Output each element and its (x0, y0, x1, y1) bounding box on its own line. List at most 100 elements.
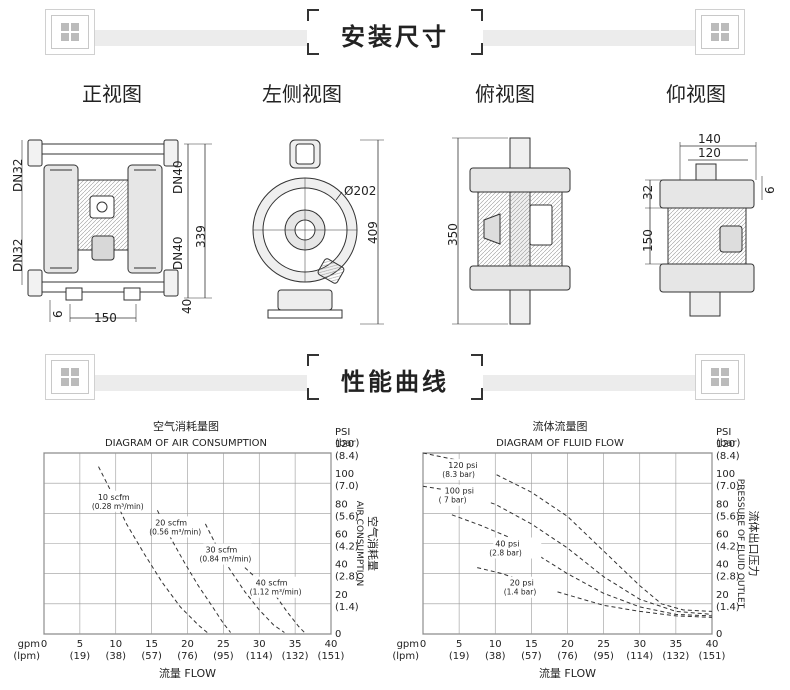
grid-icon (61, 368, 79, 386)
x-axis-label: 流量 FLOW (539, 666, 596, 680)
y-tick-label: 100 (716, 469, 735, 480)
front-dn-upper: DN32 (11, 159, 25, 193)
y-tick-sublabel: (8.4) (716, 451, 740, 462)
x-tick-label: 10 (109, 639, 122, 650)
x-tick-sublabel: (38) (105, 651, 126, 662)
y-tick-sublabel: (7.0) (335, 481, 359, 492)
top-view-title: 俯视图 (475, 82, 535, 106)
x-tick-sublabel: (19) (449, 651, 470, 662)
y-tick-label: 80 (335, 499, 348, 510)
x-tick-sublabel: (76) (177, 651, 198, 662)
y-tick-sublabel: (4.2) (335, 542, 359, 553)
top-length-label: 350 (446, 223, 460, 246)
series-label-bg (442, 484, 491, 506)
x-tick-label: 20 (561, 639, 574, 650)
right-axis-label: 流体出口压力 (747, 511, 761, 577)
x-tick-label: 15 (525, 639, 538, 650)
y-tick-sublabel: (5.6) (716, 511, 740, 522)
x-unit-bottom: (lpm) (13, 651, 40, 662)
x-tick-sublabel: (114) (626, 651, 653, 662)
bottom-outer-label: 140 (698, 132, 721, 146)
x-tick-sublabel: (151) (699, 651, 726, 662)
y-tick-label: 120 (335, 439, 354, 450)
section-title-box: 性能曲线 (307, 350, 483, 404)
x-tick-label: 40 (325, 639, 338, 650)
x-tick-label: 40 (706, 639, 719, 650)
x-tick-sublabel: (19) (70, 651, 91, 662)
bottom-view-title: 仰视图 (666, 82, 726, 106)
series-sublabel: (8.3 bar) (442, 470, 475, 479)
decorative-emblem-left (45, 354, 95, 400)
series-sublabel: (1.12 m³/min) (250, 588, 302, 597)
chart-title: 流体流量图 (533, 419, 588, 433)
series-label-bg (95, 490, 144, 512)
y-tick-sublabel: (5.6) (335, 511, 359, 522)
x-unit-top: gpm (18, 639, 40, 650)
x-tick-sublabel: (114) (246, 651, 273, 662)
x-tick-label: 30 (253, 639, 266, 650)
y-tick-label: 40 (335, 560, 348, 571)
x-tick-label: 25 (597, 639, 610, 650)
y-tick-label: 20 (335, 590, 348, 601)
y-unit-bottom: (bar) (716, 438, 740, 449)
x-tick-sublabel: (132) (282, 651, 309, 662)
x-tick-sublabel: (57) (521, 651, 542, 662)
series-label-bg (446, 459, 495, 481)
front-foot-label: 40 (180, 299, 194, 314)
chart-title: 空气消耗量图 (153, 419, 219, 433)
bottom-side-dim-label: 6 (763, 186, 777, 194)
series-sublabel: (0.56 m³/min) (149, 527, 201, 536)
x-tick-label: 15 (145, 639, 158, 650)
y-unit-bottom: (bar) (335, 438, 359, 449)
side-view-title: 左侧视图 (262, 82, 342, 106)
y-tick-label: 80 (716, 499, 729, 510)
x-tick-sublabel: (95) (593, 651, 614, 662)
chart-subtitle: DIAGRAM OF AIR CONSUMPTION (105, 438, 267, 449)
y-tick-sublabel: (7.0) (716, 481, 740, 492)
y-tick-sublabel: (8.4) (335, 451, 359, 462)
front-dn-upper-right: DN40 (171, 161, 185, 195)
x-tick-sublabel: (76) (557, 651, 578, 662)
front-dn-lower: DN32 (11, 239, 25, 273)
bottom-top-dim-label: 32 (641, 185, 655, 200)
section-title: 性能曲线 (341, 368, 449, 396)
series-label: 10 scfm (98, 493, 130, 502)
x-tick-label: 0 (420, 639, 426, 650)
x-tick-label: 25 (217, 639, 230, 650)
x-tick-label: 30 (633, 639, 646, 650)
chart-subtitle: DIAGRAM OF FLUID FLOW (496, 438, 624, 449)
right-axis-label-en: PRESSURE OF FLUID OUTLET (735, 479, 745, 609)
side-diameter-label: Ø202 (344, 184, 376, 198)
y-unit-top: PSI (716, 427, 731, 438)
series-label-bg (493, 537, 542, 559)
front-dn-lower-right: DN40 (171, 237, 185, 271)
y-tick-sublabel: (1.4) (335, 602, 359, 613)
right-axis-label: 空气消耗量 (366, 516, 380, 571)
grid-icon (711, 368, 729, 386)
series-sublabel: (1.4 bar) (504, 588, 537, 597)
x-tick-sublabel: (57) (141, 651, 162, 662)
y-tick-sublabel: (1.4) (716, 602, 740, 613)
y-tick-label: 120 (716, 439, 735, 450)
series-label: 20 scfm (155, 518, 187, 527)
y-tick-label: 20 (716, 590, 729, 601)
front-view-drawing (21, 139, 212, 322)
y-tick-sublabel: (2.8) (335, 572, 359, 583)
bottom-inner-label: 120 (698, 146, 721, 160)
section-header-performance: 性能曲线 (0, 350, 790, 404)
x-axis-label: 流量 FLOW (159, 666, 216, 680)
x-tick-label: 10 (489, 639, 502, 650)
series-label-bg (507, 576, 556, 598)
x-tick-label: 5 (456, 639, 462, 650)
series-line (477, 567, 713, 618)
x-tick-label: 35 (670, 639, 683, 650)
right-axis-label-en: AIR CONSUMPTION (354, 501, 364, 587)
side-view-drawing (252, 139, 384, 325)
front-view-title: 正视图 (82, 82, 142, 106)
y-unit-top: PSI (335, 427, 350, 438)
x-tick-sublabel: (38) (485, 651, 506, 662)
series-label-bg (153, 516, 202, 538)
x-tick-sublabel: (132) (662, 651, 689, 662)
y-tick-label: 0 (716, 629, 722, 640)
